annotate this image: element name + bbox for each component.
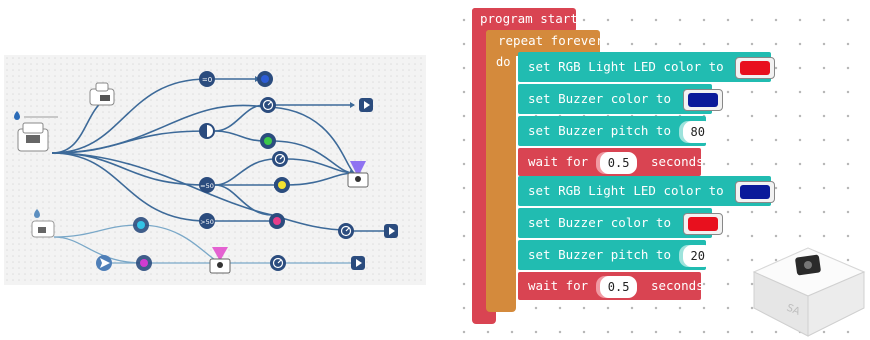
repeat-forever-label: repeat forever: [498, 33, 604, 48]
statement-text: set Buzzer color to: [528, 91, 671, 106]
program-start-label: program start: [480, 11, 578, 26]
statement-set-buzzer-color-2[interactable]: set Buzzer color to: [518, 208, 723, 238]
do-label: do: [496, 55, 511, 69]
pitch-input[interactable]: 80: [682, 120, 713, 143]
magenta-led-node[interactable]: [136, 255, 152, 271]
gauge-node-2[interactable]: [272, 151, 288, 167]
green-led-node[interactable]: [260, 133, 276, 149]
repeat-forever-block[interactable]: repeat forever: [486, 30, 604, 56]
device-label: SA: [785, 303, 802, 318]
node-cond-gt50-label: >50: [200, 218, 214, 226]
program-start-block[interactable]: program start: [472, 8, 578, 32]
play-button-2[interactable]: [384, 224, 398, 238]
statement-text: set RGB Light LED color to: [528, 59, 724, 74]
node-half-icon[interactable]: [199, 123, 215, 139]
statement-text: set Buzzer pitch to: [528, 123, 671, 138]
node-cond-eq0-label: =0: [202, 76, 212, 84]
gauge-node-4[interactable]: [270, 255, 286, 271]
speaker-device-icon[interactable]: [347, 161, 369, 188]
wait-seconds-input[interactable]: 0.5: [599, 275, 638, 298]
play-button-1[interactable]: [359, 98, 373, 112]
statement-set-led-color-1[interactable]: set RGB Light LED color to: [518, 52, 776, 82]
node-cond-gt50[interactable]: >50: [199, 213, 215, 229]
statement-wait-2[interactable]: wait for 0.5 seconds: [518, 272, 704, 300]
node-cond-eq50-label: =50: [200, 182, 214, 190]
send-node-icon[interactable]: [96, 255, 112, 271]
seconds-label: seconds: [650, 154, 704, 169]
color-picker[interactable]: [682, 212, 723, 235]
statement-text: wait for: [528, 278, 589, 293]
statement-set-led-color-2[interactable]: set RGB Light LED color to: [518, 176, 776, 206]
lower-source-device-icon[interactable]: [31, 209, 55, 238]
source-hub-icon[interactable]: [14, 111, 58, 152]
statement-set-buzzer-color-1[interactable]: set Buzzer color to: [518, 84, 723, 114]
color-picker[interactable]: [682, 88, 723, 111]
seconds-label: seconds: [650, 278, 704, 293]
statement-set-buzzer-pitch-1[interactable]: set Buzzer pitch to 80: [518, 116, 713, 146]
cyan-led-node[interactable]: [133, 217, 149, 233]
statement-text: set Buzzer color to: [528, 215, 671, 230]
color-picker[interactable]: [735, 180, 776, 203]
pink-speaker-device-icon[interactable]: [209, 247, 231, 274]
blue-led-node[interactable]: [257, 71, 273, 87]
yellow-led-node[interactable]: [274, 177, 290, 193]
top-device-icon[interactable]: [89, 82, 115, 106]
statement-set-buzzer-pitch-2[interactable]: set Buzzer pitch to 20: [518, 240, 713, 270]
statement-text: set Buzzer pitch to: [528, 247, 671, 262]
pink-led-node[interactable]: [269, 213, 285, 229]
block-editor-canvas[interactable]: program start repeat forever do set RGB …: [446, 0, 870, 340]
play-button-3[interactable]: [351, 256, 365, 270]
statement-text: wait for: [528, 154, 589, 169]
statement-wait-1[interactable]: wait for 0.5 seconds: [518, 148, 704, 176]
pitch-input[interactable]: 20: [682, 244, 713, 267]
color-picker[interactable]: [735, 56, 776, 79]
rgb-light-device-image: SA: [752, 247, 866, 337]
gauge-node-1[interactable]: [260, 97, 276, 113]
flow-diagram: =0 =50 >50: [4, 55, 426, 285]
wait-seconds-input[interactable]: 0.5: [599, 151, 638, 174]
repeat-forever-block-arm: [486, 30, 516, 312]
node-cond-eq50[interactable]: =50: [199, 177, 215, 193]
gauge-node-3[interactable]: [338, 223, 354, 239]
statement-text: set RGB Light LED color to: [528, 183, 724, 198]
node-cond-eq0[interactable]: =0: [199, 71, 215, 87]
